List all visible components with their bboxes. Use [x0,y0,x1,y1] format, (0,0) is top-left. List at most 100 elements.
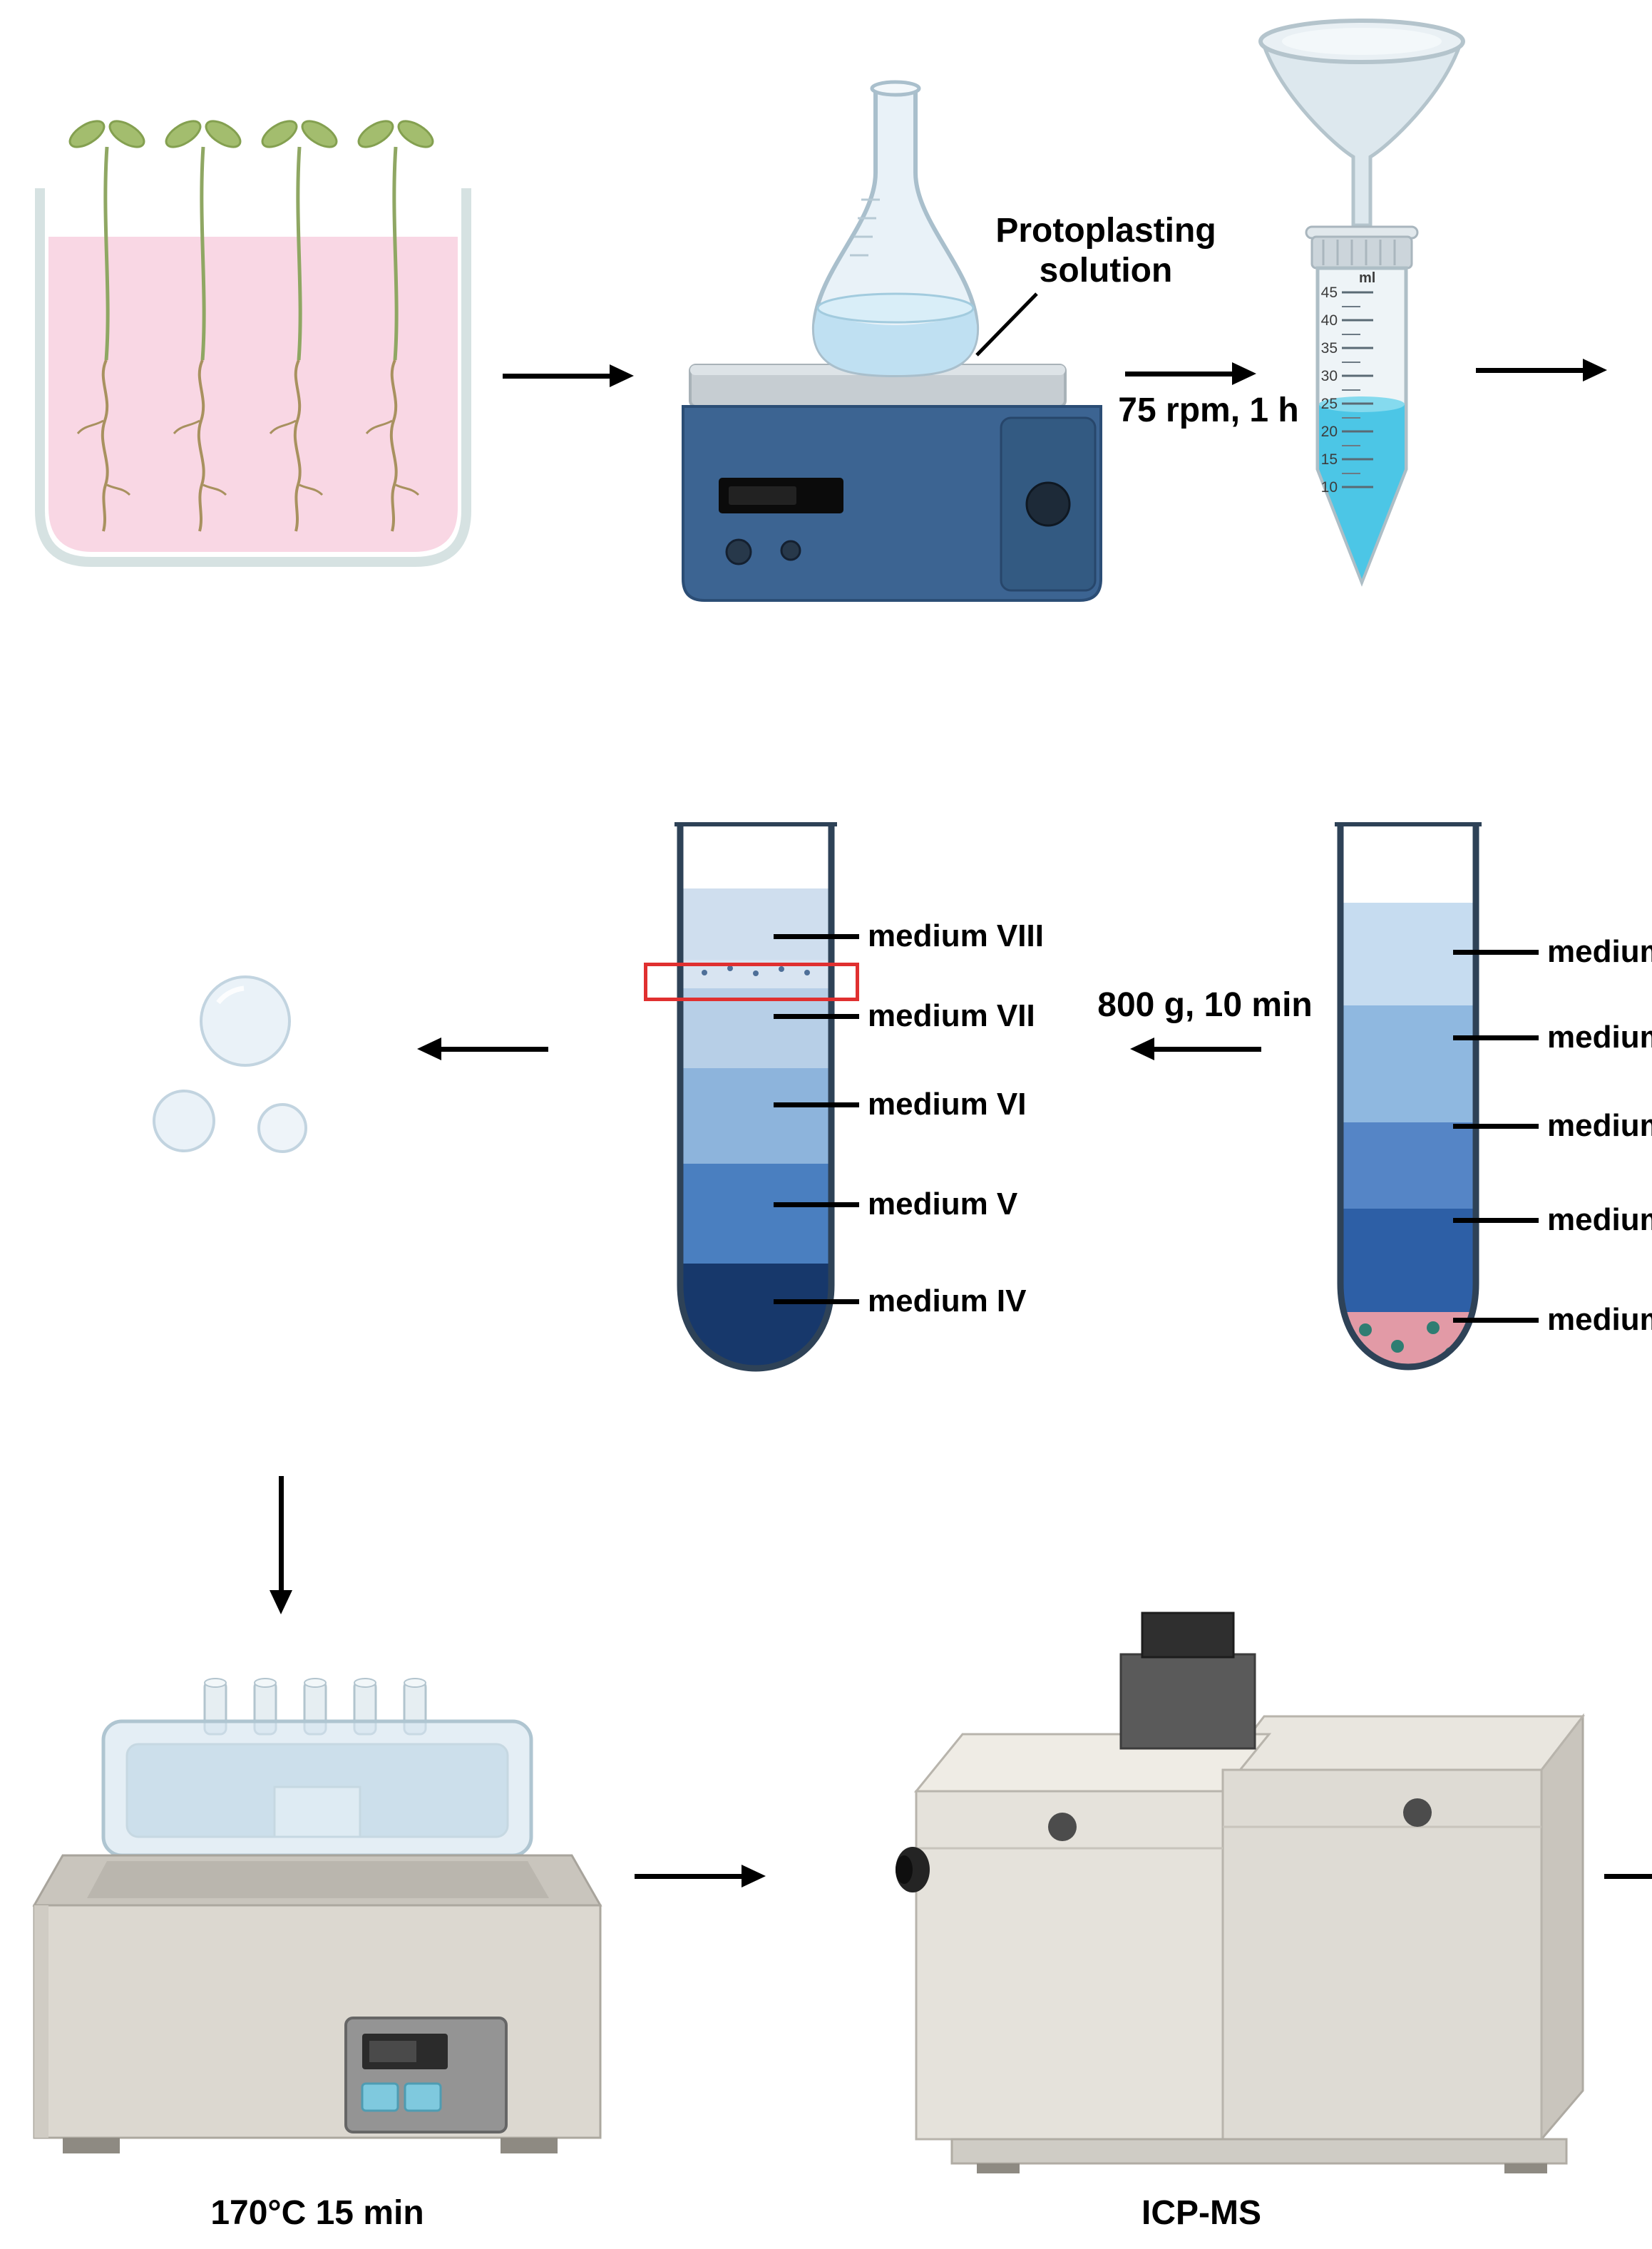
band-label-text: medium V [868,1187,1018,1221]
graduation-30: 30 [1321,368,1338,384]
leader-line [774,933,859,939]
icpms-foot [1504,2163,1547,2173]
tube-cap [1310,235,1413,270]
bath-condition-label: 170°C 15 min [210,2194,424,2232]
band-medium-vi [680,1068,831,1164]
right-band-label-5: medium [1453,1302,1652,1338]
band-label-text: medium IV [868,1284,1027,1318]
protoplast-medium [153,1090,215,1152]
band-medium-vii [680,988,831,1068]
leader-line [774,1298,859,1304]
band-label-medium-vi: medium VI [774,1087,1027,1122]
arrow-right-2 [1125,362,1256,385]
band-label-text: medium VII [868,998,1035,1033]
graduation-25: 25 [1321,396,1338,412]
protoplast-band-dots [702,965,810,976]
icpms-label: ICP-MS [1141,2194,1261,2232]
graduation-35: 35 [1321,340,1338,357]
graduation-40: 40 [1321,312,1338,329]
shaker-knob-1 [725,538,752,565]
right-band-label-text: medium [1547,1108,1652,1143]
bath-button-2 [404,2082,442,2112]
band-label-medium-vii: medium VII [774,998,1035,1034]
shake-condition-label: 75 rpm, 1 h [1118,391,1299,429]
icpms-foot [977,2163,1020,2173]
protoplasting-solution-liquid [814,307,978,375]
band-label-medium-iv: medium IV [774,1284,1027,1319]
culture-medium [48,237,458,552]
leader-line [1453,949,1539,955]
bath-button-1 [361,2082,399,2112]
funnel-and-conical-tube: ml 45 40 35 30 25 20 15 10 [1258,19,1465,587]
right-band-label-1: medium [1453,934,1652,970]
band-medium-v [680,1164,831,1264]
seedling-culture-container [35,114,471,567]
right-band-label-text: medium [1547,1302,1652,1337]
arrow-right-4 [635,1865,766,1887]
graduation-10: 10 [1321,479,1338,496]
icpms-handle-left [1048,1813,1077,1841]
icpms-chimney [1119,1653,1256,1750]
arrow-left-1 [1130,1038,1261,1060]
protoplasting-line1: Protoplasting [995,212,1216,250]
flask-on-shaker [682,80,1102,602]
icp-ms-instrument [896,1612,1586,2173]
gradient-tube-center [674,822,837,1372]
isolated-protoplasts [153,975,307,1153]
right-band-label-4: medium [1453,1202,1652,1238]
arrow-right-1 [503,364,634,387]
arrow-down-1 [270,1476,292,1616]
icpms-base [950,2138,1568,2165]
lid-handle [273,1786,361,1838]
gradient-tube-right [1335,822,1482,1371]
water-bath [32,1677,602,2153]
leader-line [1453,1317,1539,1323]
band-medium-2 [1340,1005,1476,1122]
right-band-label-text: medium [1547,1202,1652,1237]
leader-line [774,1202,859,1207]
bath-foot [63,2138,120,2153]
shaker-knob-2 [780,540,801,561]
band-label-text: medium VIII [868,918,1044,953]
protoplast-band-highlight [644,963,859,1001]
band-label-medium-viii: medium VIII [774,918,1044,954]
leader-line [1453,1217,1539,1223]
leader-line [774,1102,859,1107]
funnel [1261,42,1463,227]
icpms-right-top [1220,1715,1586,1771]
band-medium-3 [1340,1122,1476,1209]
right-band-label-text: medium [1547,934,1652,969]
graduation-45: 45 [1321,285,1338,301]
graduation-15: 15 [1321,451,1338,468]
shaker-knob-large [1025,481,1071,527]
bath-front-panel [33,1904,602,2139]
icpms-handle-right [1403,1798,1432,1827]
arrow-right-3 [1476,359,1607,381]
container-glass [35,188,471,567]
icpms-side-face [1540,1713,1584,2143]
leader-line [774,1013,859,1019]
band-label-text: medium VI [868,1087,1027,1122]
band-medium-4 [1340,1209,1476,1312]
icpms-right-front [1221,1768,1543,2141]
tube-unit-label: ml [1359,270,1375,286]
bath-foot [501,2138,558,2153]
right-band-label-2: medium [1453,1020,1652,1055]
right-band-label-3: medium [1453,1108,1652,1144]
leader-line [1453,1035,1539,1040]
protoplasting-pointer-line [975,292,1038,357]
arrow-right-5 [1604,1865,1652,1887]
leader-line [1453,1123,1539,1129]
right-band-label-text: medium [1547,1020,1652,1055]
protoplasting-line2: solution [1039,251,1173,290]
protoplast-large [200,975,291,1067]
protoplasting-solution-label: Protoplasting solution [953,211,1259,290]
spin-condition-label: 800 g, 10 min [1097,986,1313,1024]
band-medium-viii [680,888,831,960]
protoplast-small [257,1103,307,1153]
cell-suspension-liquid [1319,404,1405,579]
icpms-left-front [915,1790,1224,2141]
arrow-left-2 [417,1038,548,1060]
icpms-chimney-cap [1141,1612,1235,1659]
